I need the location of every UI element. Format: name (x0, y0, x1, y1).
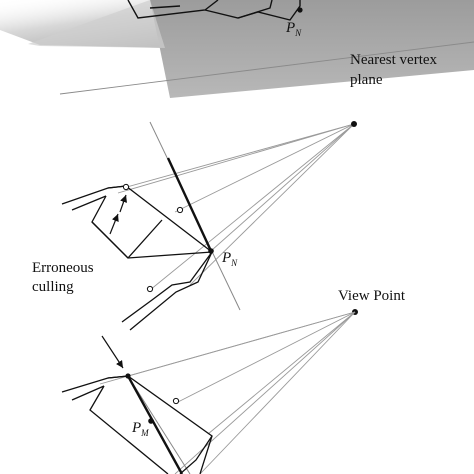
plane-strip (28, 0, 165, 48)
pm-vertex (148, 418, 154, 424)
hollow-vertex-3 (146, 285, 154, 293)
bottom-object (61, 375, 213, 474)
middle-object (61, 185, 213, 331)
pn-top-vertex (297, 7, 303, 13)
top-ray (59, 41, 474, 95)
bottom-silhouette (126, 375, 184, 474)
nearest-vertex-plane (150, 0, 474, 98)
plane-label: plane (350, 72, 383, 88)
silhouette-line (166, 157, 213, 252)
view-rays-bottom (99, 311, 356, 474)
middle-panel: PN Erroneous culling (32, 121, 357, 331)
bottom-silhouette-vertex (125, 373, 131, 379)
top-panel: PN Nearest vertex plane (0, 0, 474, 98)
pn-mid-label: PN (221, 250, 238, 268)
hollow-vertex-1 (122, 183, 130, 191)
view-rays (117, 123, 355, 291)
pm-label: PM (131, 420, 149, 438)
nearest-vertex-label: Nearest vertex (350, 52, 438, 68)
pn-mid-vertex (208, 248, 214, 254)
bottom-panel: View Point PM (61, 288, 406, 474)
bottom-hollow-vertex (172, 397, 180, 405)
pn-top-label: PN (285, 20, 302, 38)
top-object (127, 0, 301, 21)
direction-arrows (109, 194, 127, 235)
bottom-arrow (101, 335, 124, 369)
culling-label: culling (32, 279, 74, 295)
erroneous-label: Erroneous (32, 260, 94, 276)
hollow-vertex-2 (176, 206, 184, 214)
view-point-top (351, 121, 357, 127)
view-point-label: View Point (338, 288, 406, 304)
